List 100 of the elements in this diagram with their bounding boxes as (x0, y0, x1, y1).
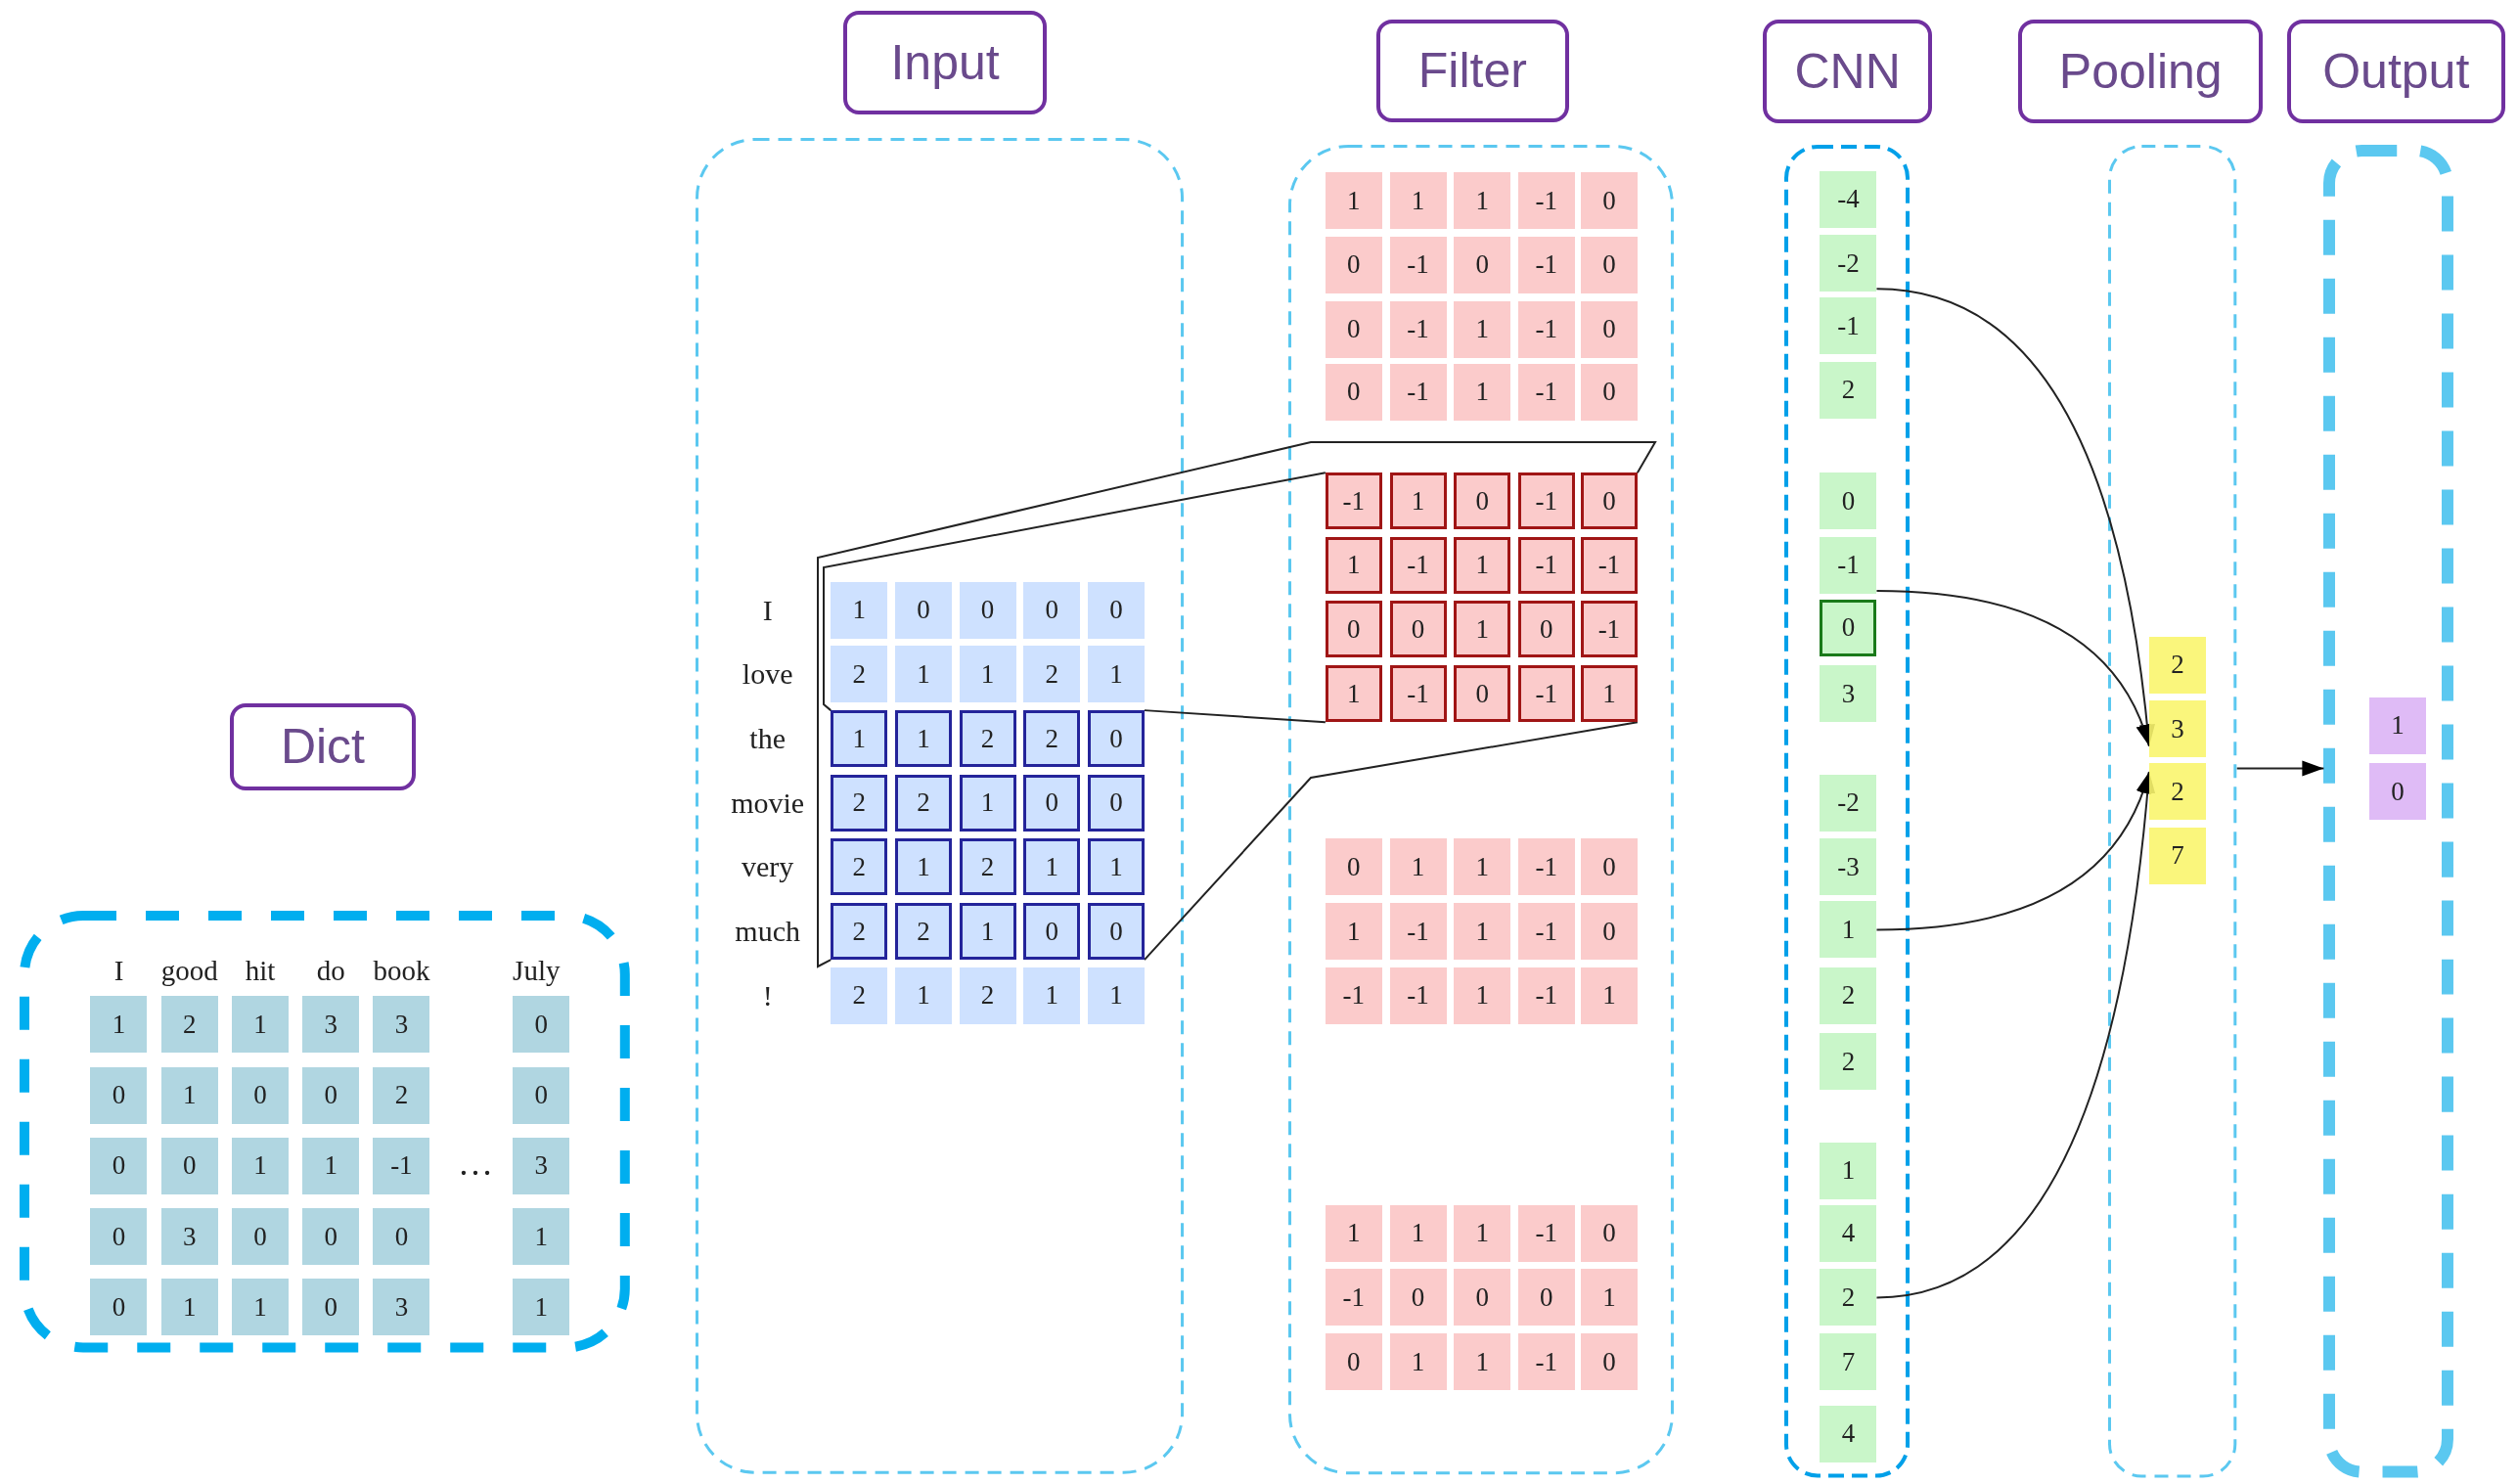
matrix-cell: 0 (1325, 236, 1382, 293)
matrix-cell: 0 (1580, 363, 1638, 421)
matrix-cell: 7 (2149, 827, 2206, 884)
matrix-cell: 1 (831, 581, 888, 639)
row-label: ! (762, 978, 773, 1012)
title-box: Pooling (2018, 19, 2263, 124)
matrix-cell: 0 (90, 1137, 148, 1194)
matrix-cell: 0 (1325, 300, 1382, 358)
matrix-cell: -1 (1389, 967, 1447, 1024)
dashed-frame (2108, 144, 2237, 1478)
matrix-cell: -2 (1820, 774, 1877, 832)
matrix-cell: 1 (513, 1208, 570, 1265)
matrix-cell: 0 (1517, 601, 1575, 658)
matrix-cell: -1 (1517, 665, 1575, 723)
dashed-frame (1783, 144, 1910, 1478)
dashed-frame (695, 138, 1184, 1474)
matrix-cell: 0 (1517, 1269, 1575, 1327)
matrix-cell: 1 (1023, 838, 1081, 896)
matrix-cell: -1 (1389, 903, 1447, 961)
matrix-cell: -1 (1517, 1204, 1575, 1262)
matrix-cell: 0 (1580, 300, 1638, 358)
matrix-cell: 1 (1580, 967, 1638, 1024)
matrix-cell: 3 (1820, 665, 1877, 723)
matrix-cell: -1 (1517, 472, 1575, 530)
matrix-cell: 0 (1454, 1269, 1511, 1327)
ellipsis: … (457, 1142, 493, 1184)
row-label: love (742, 657, 793, 692)
matrix-cell: 1 (959, 774, 1016, 832)
matrix-cell: -1 (1517, 536, 1575, 594)
matrix-cell: 1 (1023, 967, 1081, 1024)
matrix-cell: 0 (1087, 774, 1145, 832)
matrix-cell: 0 (513, 996, 570, 1054)
dashed-frame (19, 910, 630, 1353)
arrow (1875, 589, 2150, 747)
matrix-cell: 1 (894, 838, 952, 896)
matrix-cell: 1 (1454, 967, 1511, 1024)
matrix-cell: 2 (160, 996, 218, 1054)
matrix-cell: 3 (373, 1279, 430, 1336)
matrix-cell: 0 (1580, 903, 1638, 961)
projection-line (823, 472, 1326, 712)
matrix-cell: 2 (831, 967, 888, 1024)
matrix-cell: 0 (1580, 472, 1638, 530)
matrix-cell: 0 (1820, 472, 1877, 530)
column-header: good (160, 954, 218, 986)
matrix-cell: -1 (1389, 236, 1447, 293)
matrix-cell: 3 (160, 1208, 218, 1265)
matrix-cell: 2 (2149, 763, 2206, 821)
title-box: Input (842, 11, 1048, 114)
matrix-cell: 0 (1023, 774, 1081, 832)
matrix-cell: 2 (2149, 636, 2206, 694)
matrix-cell: -1 (1517, 172, 1575, 230)
matrix-cell: 0 (302, 1066, 360, 1124)
matrix-cell: 1 (1389, 1333, 1447, 1391)
column-header: book (373, 954, 430, 986)
matrix-cell: 1 (894, 646, 952, 703)
matrix-cell: 0 (1580, 1204, 1638, 1262)
matrix-cell: 7 (1820, 1333, 1877, 1391)
matrix-cell: 3 (2149, 700, 2206, 758)
matrix-cell: 1 (302, 1137, 360, 1194)
matrix-cell: 2 (959, 967, 1016, 1024)
matrix-cell: 4 (1820, 1204, 1877, 1262)
matrix-cell: -1 (1389, 665, 1447, 723)
row-label: the (749, 722, 786, 756)
matrix-cell: -3 (1820, 838, 1877, 896)
matrix-cell: 0 (1325, 601, 1382, 658)
matrix-cell: 0 (1580, 236, 1638, 293)
matrix-cell: -1 (1820, 297, 1877, 355)
matrix-cell: -1 (1517, 1333, 1575, 1391)
matrix-cell: 1 (160, 1066, 218, 1124)
row-label: very (742, 850, 794, 884)
matrix-cell: 3 (302, 996, 360, 1054)
matrix-cell: 1 (1454, 300, 1511, 358)
matrix-cell: 1 (1454, 838, 1511, 896)
matrix-cell: 1 (831, 710, 888, 768)
matrix-cell: 2 (1820, 361, 1877, 419)
matrix-cell: 0 (1023, 903, 1081, 961)
matrix-cell: -1 (1820, 536, 1877, 594)
matrix-cell: 1 (1389, 172, 1447, 230)
projection-line (1143, 709, 1326, 724)
matrix-cell: 1 (1087, 967, 1145, 1024)
matrix-cell: 1 (1454, 536, 1511, 594)
matrix-cell: 0 (1389, 1269, 1447, 1327)
matrix-cell: -1 (1517, 363, 1575, 421)
arrow (2235, 760, 2325, 777)
matrix-cell: -4 (1820, 170, 1877, 228)
matrix-cell: -2 (1820, 235, 1877, 292)
projection-line (817, 441, 1657, 968)
row-label: movie (731, 786, 805, 820)
matrix-cell: 2 (373, 1066, 430, 1124)
matrix-cell: 0 (513, 1066, 570, 1124)
matrix-cell: 1 (1389, 472, 1447, 530)
matrix-cell: 3 (373, 996, 430, 1054)
matrix-cell: 1 (1820, 1142, 1877, 1199)
column-header: July (513, 954, 561, 986)
matrix-cell: 2 (959, 710, 1016, 768)
matrix-cell: 2 (894, 774, 952, 832)
matrix-cell: -1 (1389, 536, 1447, 594)
matrix-cell: 2 (1820, 1033, 1877, 1091)
matrix-cell: -1 (1517, 903, 1575, 961)
dashed-frame (2323, 144, 2454, 1478)
